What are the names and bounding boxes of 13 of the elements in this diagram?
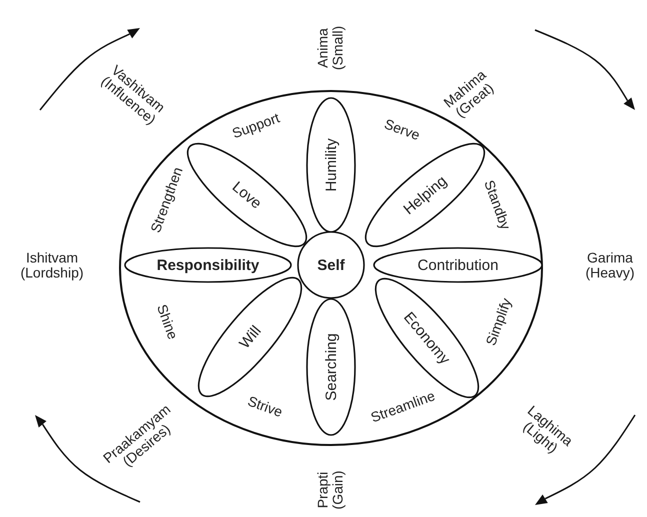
node-label: Self [317,256,345,274]
ring-word: Shine [154,302,180,342]
siddhi-label: Prapti (Gain) [316,470,346,510]
ring-word: Serve [382,116,422,144]
siddhi-label: Anima (Small) [316,26,346,70]
siddhi-label: Ishitvam (Lordship) [20,250,84,282]
node-label: Contribution [418,256,498,274]
siddhi-label: Garima (Heavy) [586,250,634,282]
node-label: Searching [322,333,340,401]
ring-word: Strive [246,394,284,420]
node-label: Humility [322,138,340,192]
node-label: Will [236,322,264,352]
node-label: Responsibility [156,256,260,274]
